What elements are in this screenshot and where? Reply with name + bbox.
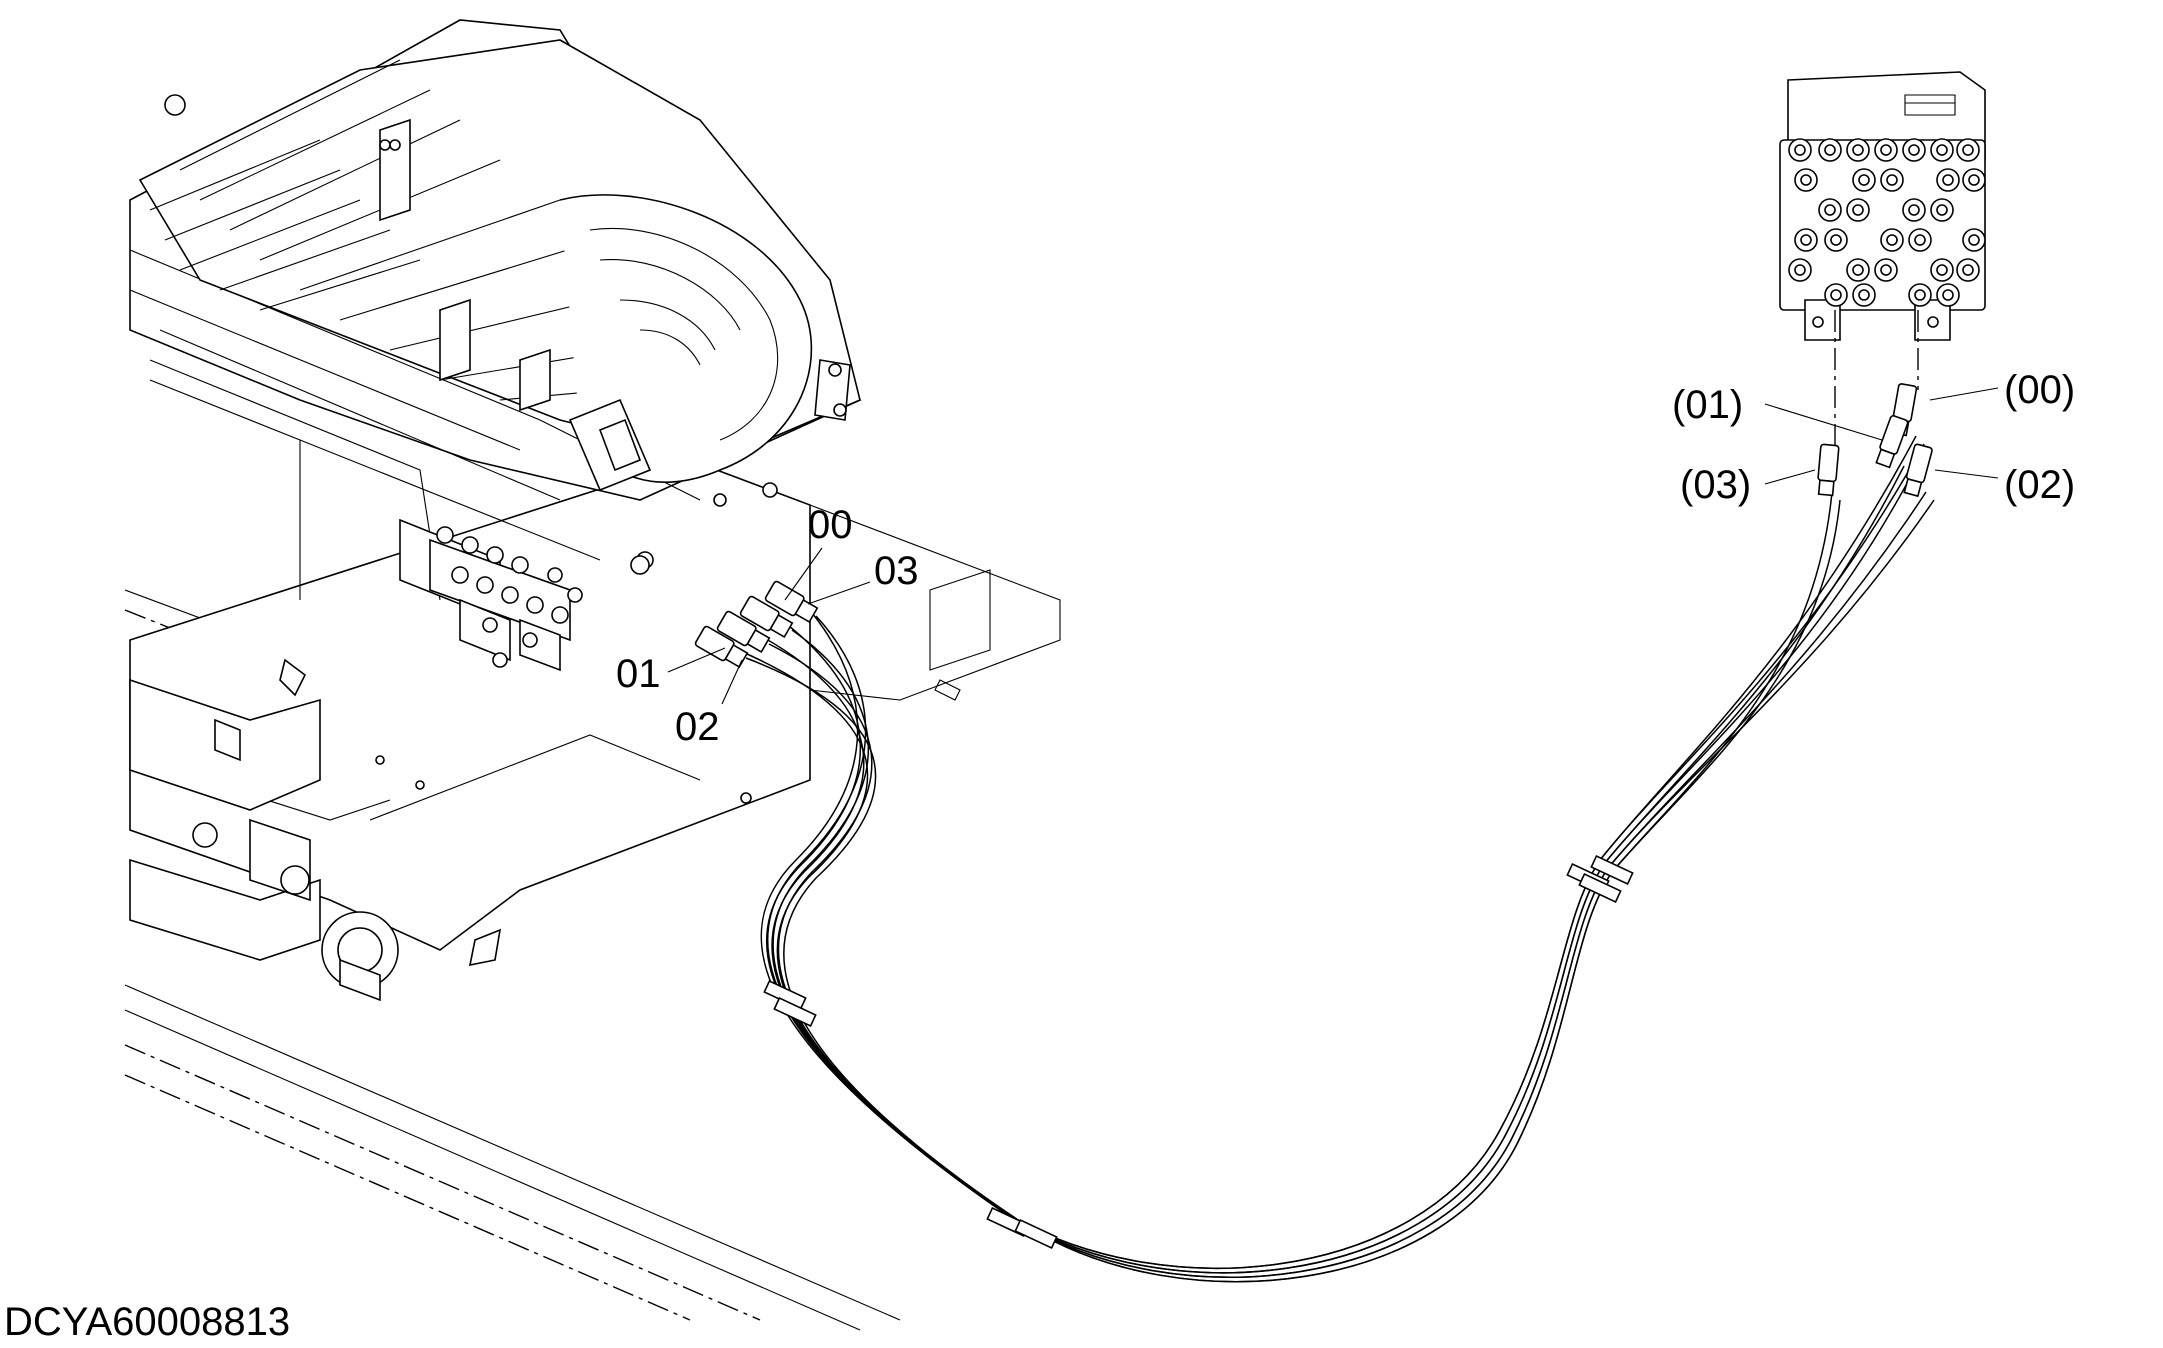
manifold-port-center xyxy=(1830,234,1842,246)
callout-labels: 00 03 01 02 (01) (00) (03) (02) xyxy=(616,368,2075,749)
callout-03-left: 03 xyxy=(874,549,919,593)
left-hose-fittings xyxy=(694,580,819,669)
manifold-port-center xyxy=(1794,144,1806,156)
callout-02-right: (02) xyxy=(2004,463,2075,507)
manifold-port-center xyxy=(1942,289,1954,301)
hose-clamp xyxy=(773,997,817,1027)
manifold-port-center xyxy=(1886,234,1898,246)
callout-00-left: 00 xyxy=(808,503,853,547)
manifold-port-center xyxy=(1942,174,1954,186)
hose-clamp xyxy=(1578,873,1622,903)
manifold-port-center xyxy=(1908,144,1920,156)
manifold-port-center xyxy=(1914,289,1926,301)
manifold-port-center xyxy=(1830,289,1842,301)
manifold-port-center xyxy=(1886,174,1898,186)
manifold-port-center xyxy=(1858,174,1870,186)
manifold-port-center xyxy=(1968,234,1980,246)
callout-00-right: (00) xyxy=(2004,368,2075,412)
hose-line xyxy=(768,499,1935,1278)
hose-clamp xyxy=(1590,855,1634,885)
manifold-port-center xyxy=(1824,204,1836,216)
manifold-port-center xyxy=(1800,174,1812,186)
hose-line xyxy=(745,499,1841,1283)
hose-line xyxy=(737,491,1833,1283)
manifold-port-center xyxy=(1936,264,1948,276)
manifold-ports xyxy=(1788,138,1986,307)
hydraulic-hose-bundle xyxy=(737,435,1935,1283)
document-id: DCYA60008813 xyxy=(4,1300,290,1344)
manifold-port-center xyxy=(1908,204,1920,216)
machine-frame-illustration xyxy=(124,19,1061,1331)
manifold-port-center xyxy=(1852,144,1864,156)
callout-02-left: 02 xyxy=(675,705,720,749)
manifold-port-center xyxy=(1858,289,1870,301)
manifold-port-center xyxy=(1962,144,1974,156)
manifold-port-center xyxy=(1852,204,1864,216)
leader-lines xyxy=(667,387,1999,705)
manifold-port-center xyxy=(1968,174,1980,186)
hose-clamp xyxy=(1014,1219,1058,1249)
manifold-port-center xyxy=(1794,264,1806,276)
manifold-port-center xyxy=(1914,234,1926,246)
manifold-port-center xyxy=(1880,264,1892,276)
callout-03-right: (03) xyxy=(1680,463,1751,507)
hose-line xyxy=(772,473,1913,1274)
manifold-port-center xyxy=(1936,144,1948,156)
hose-line xyxy=(760,491,1927,1278)
manifold-port-center xyxy=(1880,144,1892,156)
fitting-cluster xyxy=(399,518,650,672)
manifold-port-center xyxy=(1936,204,1948,216)
right-hose-fittings xyxy=(1817,383,1933,498)
manifold-port-center xyxy=(1852,264,1864,276)
hose-line xyxy=(766,443,1925,1269)
hose-line xyxy=(760,435,1917,1269)
cable-chain xyxy=(138,39,861,569)
manifold-port-center xyxy=(1824,144,1836,156)
valve-manifold xyxy=(1779,71,1986,341)
callout-01-left: 01 xyxy=(616,652,661,696)
manifold-port-center xyxy=(1800,234,1812,246)
callout-01-right: (01) xyxy=(1672,383,1743,427)
hose-line xyxy=(766,465,1905,1274)
manifold-port-center xyxy=(1962,264,1974,276)
